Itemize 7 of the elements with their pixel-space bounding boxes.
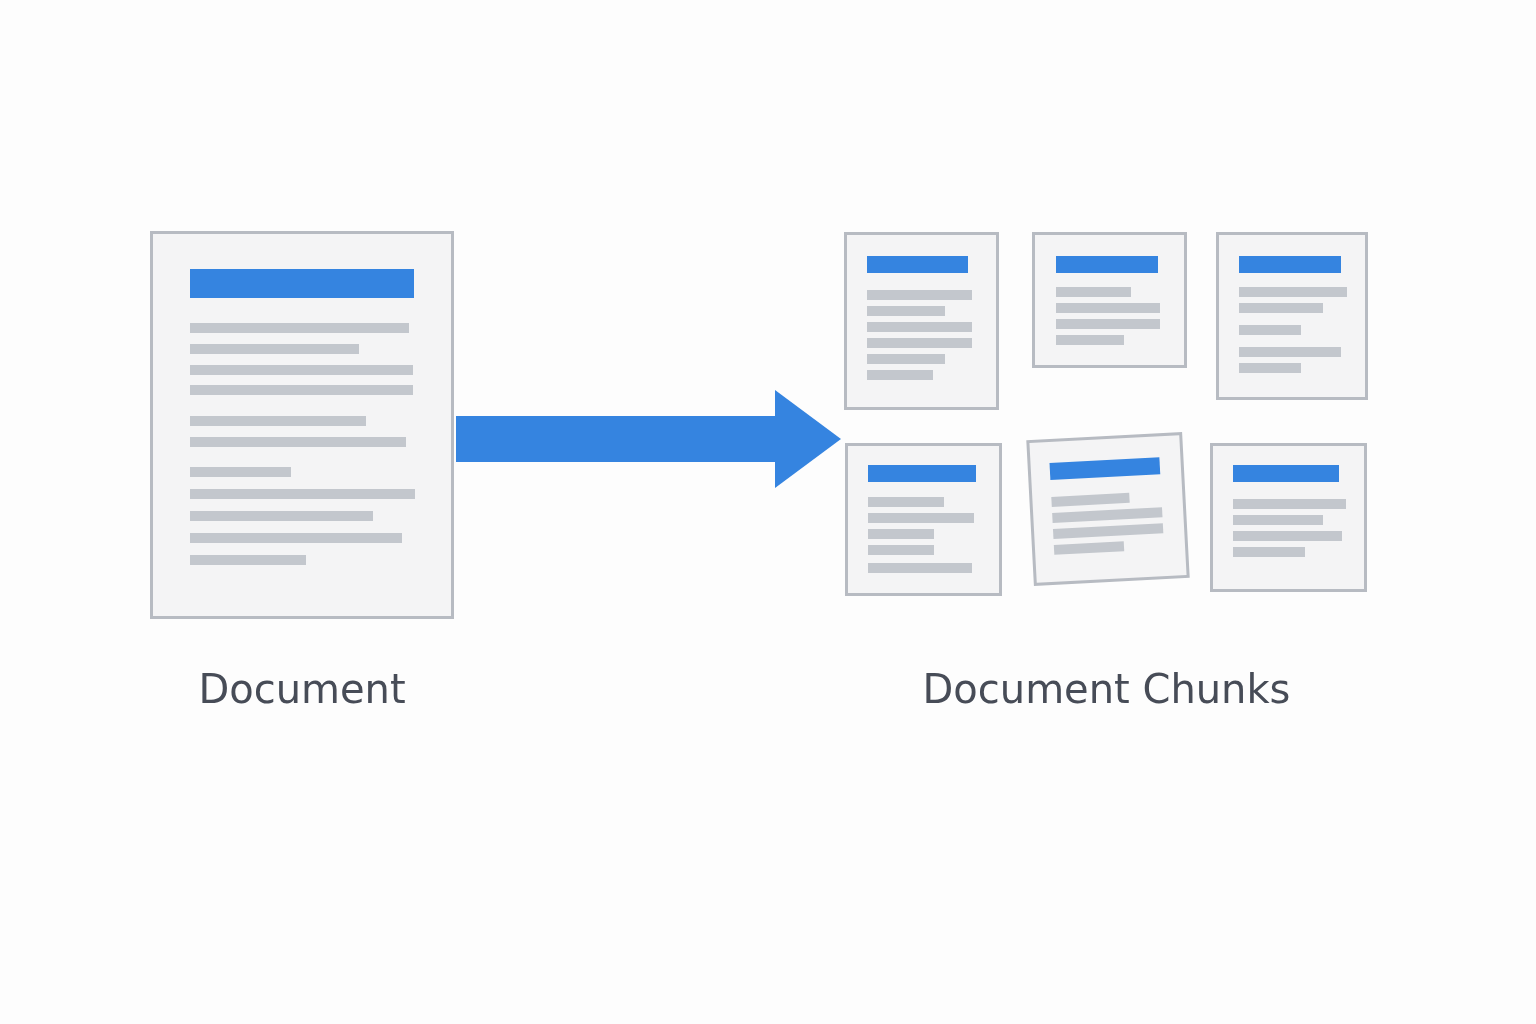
node-label: Document Chunks <box>922 666 1291 712</box>
document-page-drawing <box>844 232 999 410</box>
document-page-drawing <box>1210 443 1367 592</box>
document-page-drawing <box>1216 232 1368 400</box>
document-page-drawing <box>845 443 1002 596</box>
node-label: Document <box>198 666 406 712</box>
document-page-drawing <box>1032 232 1187 368</box>
